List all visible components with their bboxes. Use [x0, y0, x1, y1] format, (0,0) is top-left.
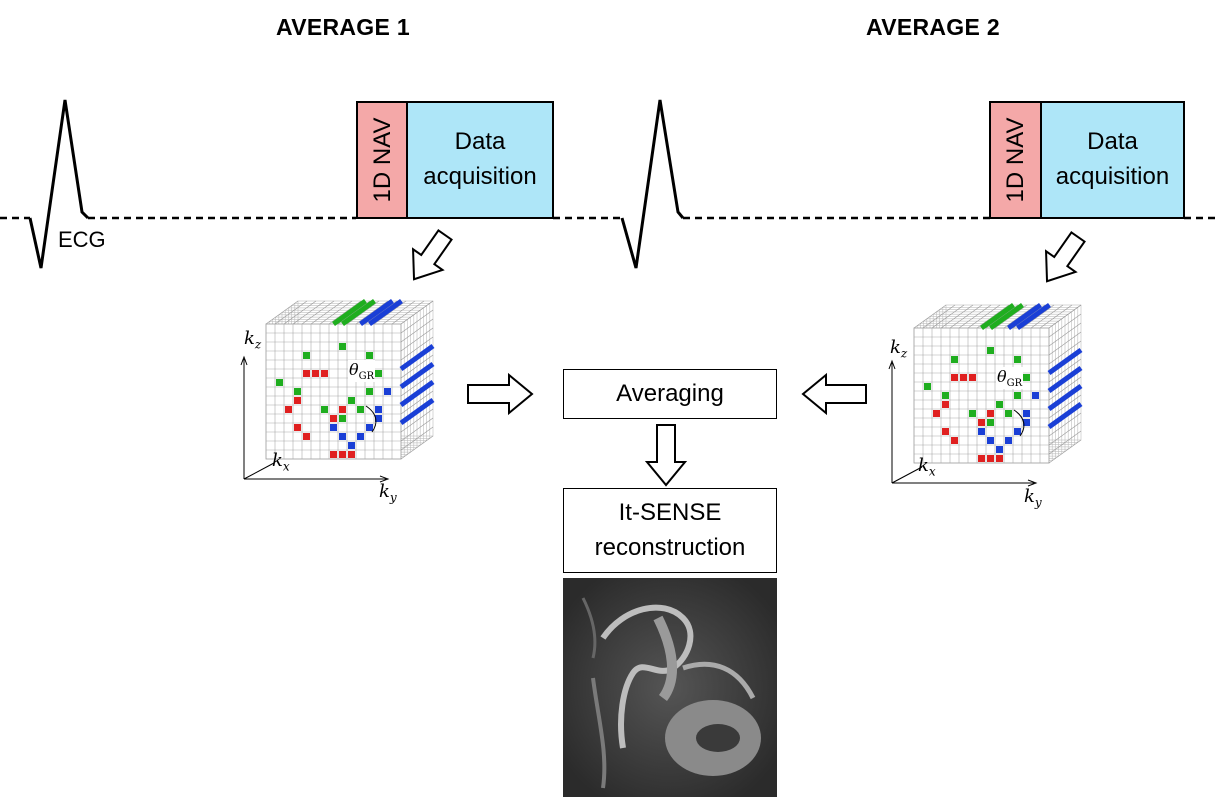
- kspace-sample: [942, 401, 949, 408]
- arrow-acq1-to-cube: [411, 229, 453, 281]
- kspace-sample: [357, 406, 364, 413]
- kspace-sample: [294, 388, 301, 395]
- kspace-sample: [330, 451, 337, 458]
- theta-label-2: θGR: [996, 367, 1024, 390]
- reconstructed-mri-image: [563, 578, 777, 797]
- kspace-sample: [1005, 410, 1012, 417]
- ky-label-2: ky: [1024, 486, 1042, 510]
- kspace-sample: [330, 424, 337, 431]
- kspace-sample: [987, 410, 994, 417]
- ky-label-1: ky: [379, 481, 397, 505]
- theta-label-1: θGR: [348, 360, 376, 383]
- kspace-sample: [339, 415, 346, 422]
- arrow-acq2-to-cube: [1044, 231, 1086, 283]
- kspace-sample: [294, 424, 301, 431]
- kspace-sample: [924, 383, 931, 390]
- kspace-cube-1: [240, 298, 435, 483]
- kspace-sample: [978, 428, 985, 435]
- kspace-sample: [321, 370, 328, 377]
- kspace-sample: [960, 374, 967, 381]
- kspace-sample: [1005, 437, 1012, 444]
- kspace-sample: [348, 442, 355, 449]
- average-2-title: AVERAGE 2: [866, 14, 1000, 40]
- kspace-sample: [951, 437, 958, 444]
- arrow-cube1-to-averaging: [467, 372, 534, 416]
- kspace-sample: [366, 352, 373, 359]
- kspace-sample: [330, 415, 337, 422]
- ecg-label: ECG: [58, 227, 106, 252]
- kspace-sample: [366, 388, 373, 395]
- kspace-sample: [303, 370, 310, 377]
- kspace-sample: [375, 415, 382, 422]
- kspace-sample: [321, 406, 328, 413]
- kspace-sample: [339, 451, 346, 458]
- kspace-sample: [1032, 392, 1039, 399]
- kspace-sample: [294, 397, 301, 404]
- kspace-sample: [1023, 410, 1030, 417]
- kspace-sample: [375, 370, 382, 377]
- kspace-sample: [978, 455, 985, 462]
- kspace-sample: [951, 374, 958, 381]
- kx-label-1: kx: [272, 450, 290, 474]
- kspace-sample: [303, 433, 310, 440]
- kspace-sample: [339, 343, 346, 350]
- kspace-sample: [969, 374, 976, 381]
- nav-box-2: 1D NAV: [989, 101, 1043, 219]
- kspace-sample: [285, 406, 292, 413]
- kspace-sample: [1023, 374, 1030, 381]
- kspace-sample: [969, 410, 976, 417]
- kspace-sample: [942, 392, 949, 399]
- kspace-sample: [1014, 428, 1021, 435]
- kspace-sample: [375, 406, 382, 413]
- arrow-averaging-to-recon: [644, 424, 688, 487]
- kspace-sample: [339, 433, 346, 440]
- arrow-cube2-to-averaging: [801, 372, 867, 416]
- kz-label-1: kz: [244, 328, 262, 352]
- kspace-sample: [366, 424, 373, 431]
- kspace-sample: [987, 437, 994, 444]
- kspace-sample: [312, 370, 319, 377]
- kspace-sample: [987, 347, 994, 354]
- kx-label-2: kx: [918, 455, 936, 479]
- kspace-sample: [996, 455, 1003, 462]
- kspace-sample: [996, 401, 1003, 408]
- kspace-sample: [348, 451, 355, 458]
- kspace-sample: [303, 352, 310, 359]
- kspace-sample: [996, 446, 1003, 453]
- nav-box-1: 1D NAV: [356, 101, 409, 219]
- kspace-sample: [1014, 356, 1021, 363]
- kspace-sample: [942, 428, 949, 435]
- kz-label-2: kz: [890, 337, 908, 361]
- kspace-sample: [978, 419, 985, 426]
- kspace-sample: [348, 397, 355, 404]
- kspace-sample: [951, 356, 958, 363]
- kspace-sample: [987, 419, 994, 426]
- kspace-sample: [357, 433, 364, 440]
- kspace-sample: [1023, 419, 1030, 426]
- averaging-box: Averaging: [563, 369, 777, 419]
- kspace-sample: [339, 406, 346, 413]
- kspace-sample: [1014, 392, 1021, 399]
- kspace-sample: [384, 388, 391, 395]
- kspace-sample: [276, 379, 283, 386]
- kspace-sample: [987, 455, 994, 462]
- kspace-sample: [933, 410, 940, 417]
- kspace-cube-2: [888, 302, 1083, 487]
- average-1-title: AVERAGE 1: [276, 14, 410, 40]
